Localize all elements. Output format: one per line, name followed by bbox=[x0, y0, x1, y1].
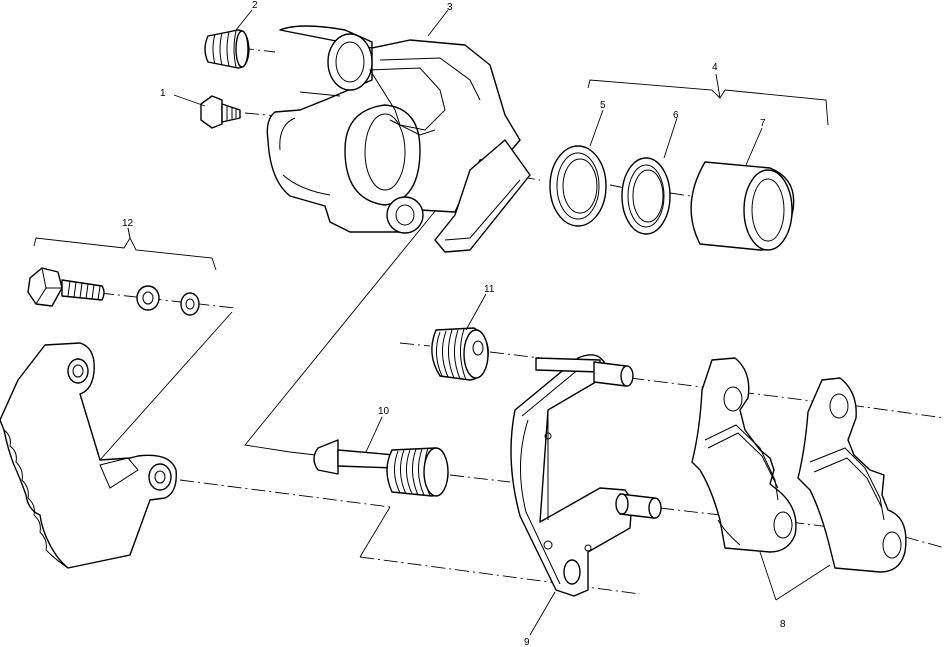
callout-leaders bbox=[128, 10, 830, 635]
fork-mount-bracket bbox=[0, 343, 176, 568]
callout-11: 11 bbox=[484, 284, 495, 295]
caliper-bracket-part bbox=[511, 355, 661, 596]
bolt-kit-bracket bbox=[34, 228, 216, 270]
lock-washer-part bbox=[137, 286, 159, 310]
bleeder-screw-part bbox=[201, 96, 240, 128]
callout-2: 2 bbox=[252, 0, 258, 11]
upper-pin-boot-part bbox=[432, 328, 488, 380]
callout-4: 4 bbox=[712, 62, 718, 73]
slide-pin-part bbox=[314, 440, 395, 474]
piston-part bbox=[691, 162, 794, 250]
callout-9: 9 bbox=[524, 637, 530, 647]
callout-labels: 1 2 3 4 5 6 7 8 9 10 11 12 bbox=[122, 0, 786, 647]
outer-brake-pad-part bbox=[798, 378, 906, 572]
lower-pin-boot-part bbox=[387, 448, 448, 496]
dust-seal-part bbox=[550, 146, 606, 226]
inner-brake-pad-part bbox=[692, 358, 796, 552]
piston-kit-bracket bbox=[588, 74, 828, 125]
flat-washer-part bbox=[181, 293, 199, 315]
callout-5: 5 bbox=[600, 100, 606, 111]
callout-10: 10 bbox=[378, 406, 390, 417]
callout-3: 3 bbox=[447, 2, 453, 13]
caliper-body-part bbox=[267, 26, 530, 252]
bleed-plug-part bbox=[205, 30, 249, 68]
callout-8: 8 bbox=[780, 619, 786, 630]
callout-12: 12 bbox=[122, 218, 134, 229]
piston-seal-part bbox=[622, 158, 670, 234]
callout-6: 6 bbox=[673, 110, 679, 121]
mounting-bolt-part bbox=[28, 268, 104, 306]
callout-1: 1 bbox=[160, 88, 166, 99]
callout-7: 7 bbox=[760, 118, 766, 129]
